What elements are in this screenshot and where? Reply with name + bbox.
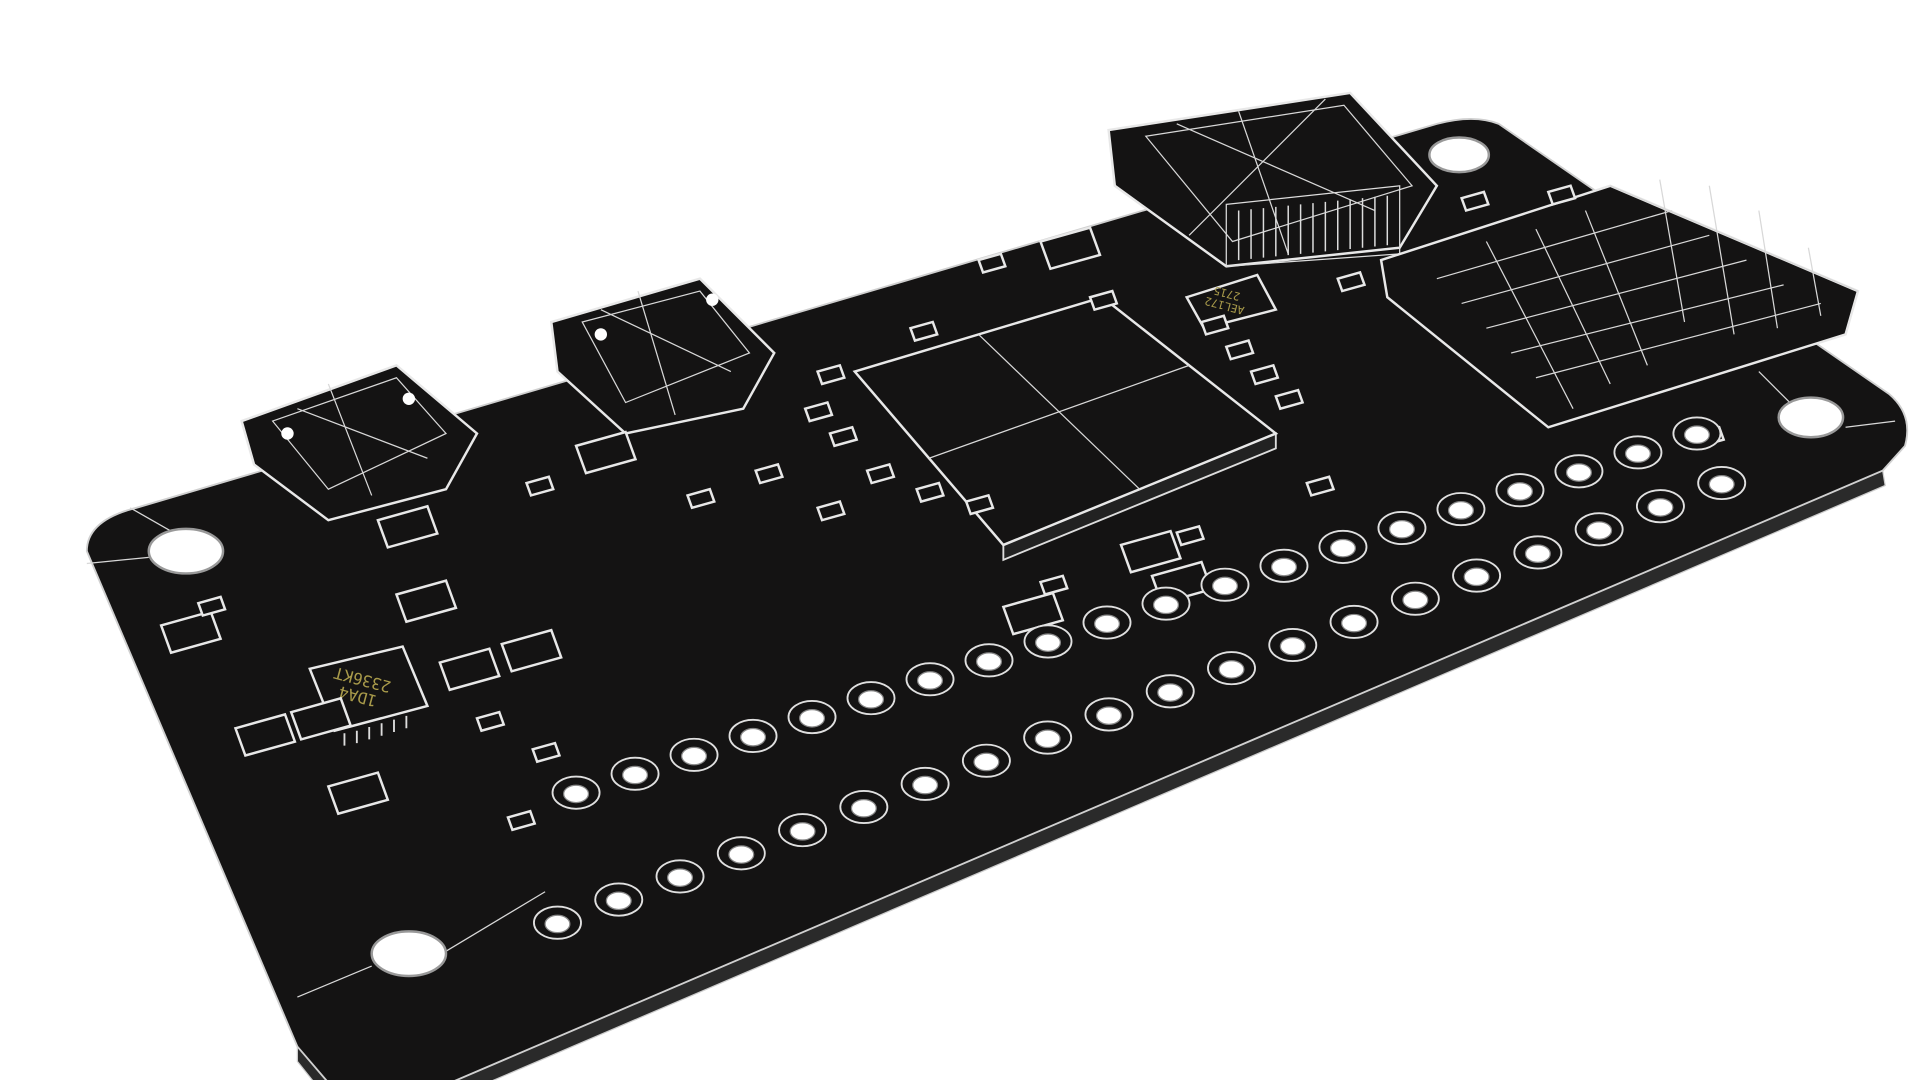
gpio-hole [563, 784, 590, 804]
gpio-hole [1447, 501, 1474, 520]
gpio-hole [976, 652, 1003, 671]
gpio-hole [1647, 498, 1674, 517]
capacitor [1038, 226, 1102, 271]
gpio-hole [1270, 557, 1297, 577]
gpio-hole [622, 765, 649, 785]
gpio-hole [740, 727, 767, 747]
gpio-hole [728, 845, 755, 864]
gpio-hole [850, 798, 877, 818]
gpio-hole [1034, 633, 1062, 652]
resistor [524, 475, 555, 497]
gpio-hole [667, 868, 694, 887]
gpio-hole [789, 822, 816, 841]
resistor [964, 493, 995, 516]
resistor [475, 710, 506, 733]
capacitor [159, 610, 223, 655]
gpio-hole [1463, 567, 1490, 587]
gpio-hole [1211, 576, 1238, 596]
gpio-hole [858, 690, 885, 709]
gpio-hole [1586, 521, 1613, 540]
capacitor [394, 579, 458, 624]
resistor [915, 481, 946, 504]
resistor [1249, 363, 1280, 386]
gpio-hole [1157, 683, 1184, 702]
resistor [828, 425, 859, 448]
usb-connector-power [240, 363, 479, 522]
gpio-hole [1524, 544, 1551, 563]
resistor [815, 363, 846, 386]
capacitor [1119, 529, 1183, 574]
gpio-hole [912, 775, 939, 795]
gpio-hole [917, 671, 944, 690]
gpio-hole [1034, 729, 1061, 749]
gpio-hole [1341, 613, 1368, 633]
board [85, 118, 1909, 1080]
resistor [1175, 524, 1206, 547]
gpio-hole [1279, 636, 1306, 656]
gpio-hole [1402, 590, 1429, 610]
camera-connector [1379, 179, 1860, 429]
gpio-header [533, 416, 1747, 940]
mounting-hole [1428, 136, 1491, 174]
gpio-hole [973, 752, 1000, 772]
resistor [1336, 270, 1367, 293]
resistor [1088, 289, 1119, 312]
resistor [1546, 184, 1577, 206]
gpio-hole [1388, 519, 1415, 539]
gpio-hole [1683, 425, 1710, 445]
usb-connector-data [549, 277, 776, 435]
soc-chip [852, 295, 1279, 562]
resistor [1224, 339, 1255, 361]
resistor [754, 462, 785, 485]
resistor [1459, 190, 1490, 213]
gpio-hole [1218, 660, 1245, 679]
resistor [803, 400, 834, 423]
gpio-hole [1708, 474, 1735, 494]
capacitor [574, 430, 638, 475]
gpio-hole [1506, 482, 1533, 501]
gpio-hole [799, 708, 826, 728]
mounting-hole [370, 930, 448, 978]
gpio-hole [1624, 444, 1651, 463]
resistor [1274, 388, 1305, 411]
gpio-hole [681, 746, 708, 766]
resistor [506, 809, 537, 832]
gpio-hole [1152, 595, 1179, 615]
gpio-hole [1095, 706, 1122, 725]
mounting-holes [147, 136, 1845, 978]
capacitor [500, 628, 563, 673]
resistor [976, 252, 1007, 274]
ic-top: AEL172 2715 [1184, 273, 1278, 330]
resistor [1038, 574, 1069, 596]
gpio-hole [1565, 463, 1592, 482]
capacitor [233, 712, 297, 758]
gpio-hole [1329, 538, 1356, 558]
capacitor [376, 504, 439, 549]
resistor [531, 741, 562, 764]
passive-components [159, 184, 1726, 832]
resistor [865, 462, 896, 485]
capacitor [326, 771, 390, 816]
board-edge [296, 469, 1886, 1080]
mounting-hole [1777, 396, 1845, 439]
resistor [1199, 314, 1230, 336]
resistor [908, 320, 939, 343]
gpio-hole [605, 891, 632, 911]
capacitor [438, 647, 501, 692]
gpio-hole [544, 914, 571, 934]
resistor [685, 487, 716, 510]
mounting-hole [147, 527, 225, 575]
hdmi-connector [1107, 91, 1439, 268]
resistor [1305, 475, 1336, 497]
capacitor [1001, 591, 1065, 636]
gpio-hole [1093, 614, 1120, 634]
capacitor [289, 696, 353, 741]
resistor [815, 500, 846, 522]
resistor [196, 595, 227, 618]
